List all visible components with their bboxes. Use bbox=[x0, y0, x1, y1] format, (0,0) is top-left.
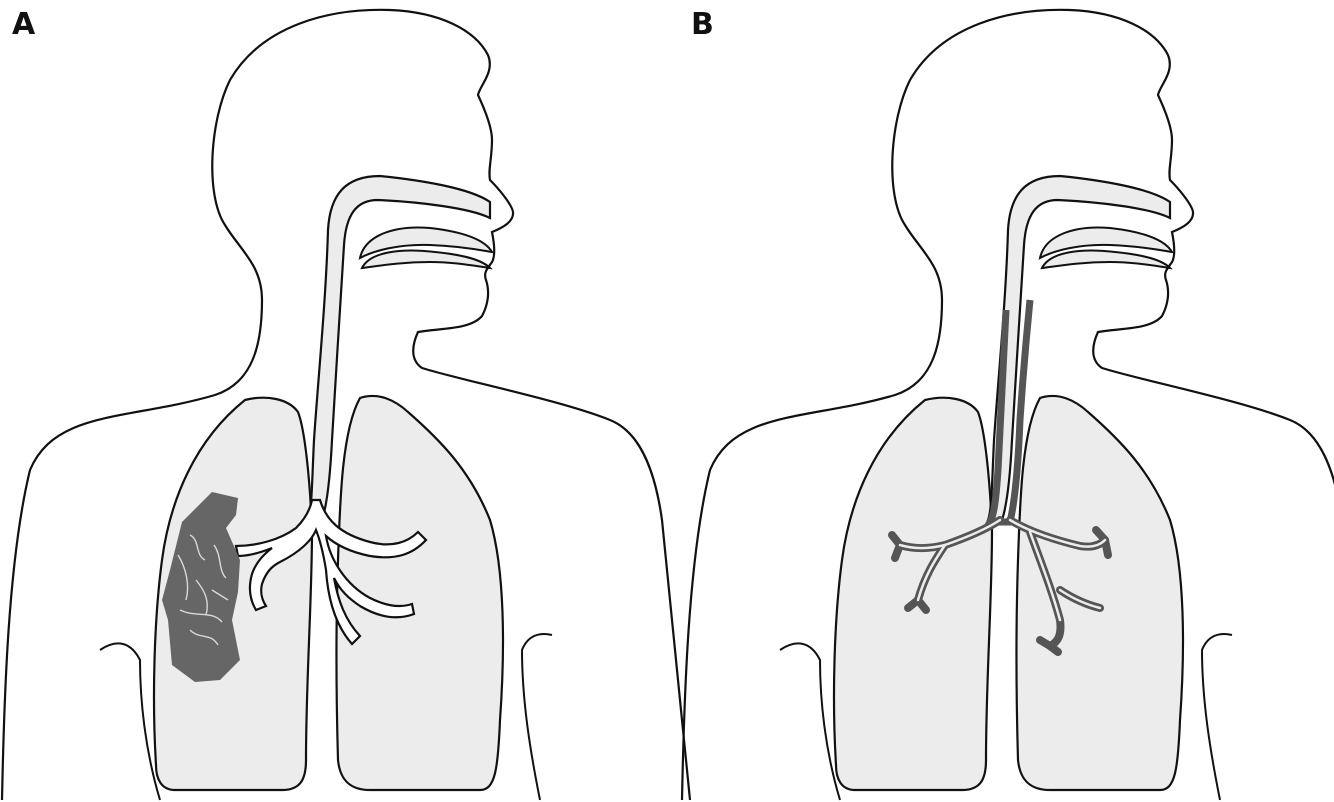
panel-a bbox=[2, 10, 690, 800]
panel-b bbox=[682, 10, 1334, 800]
